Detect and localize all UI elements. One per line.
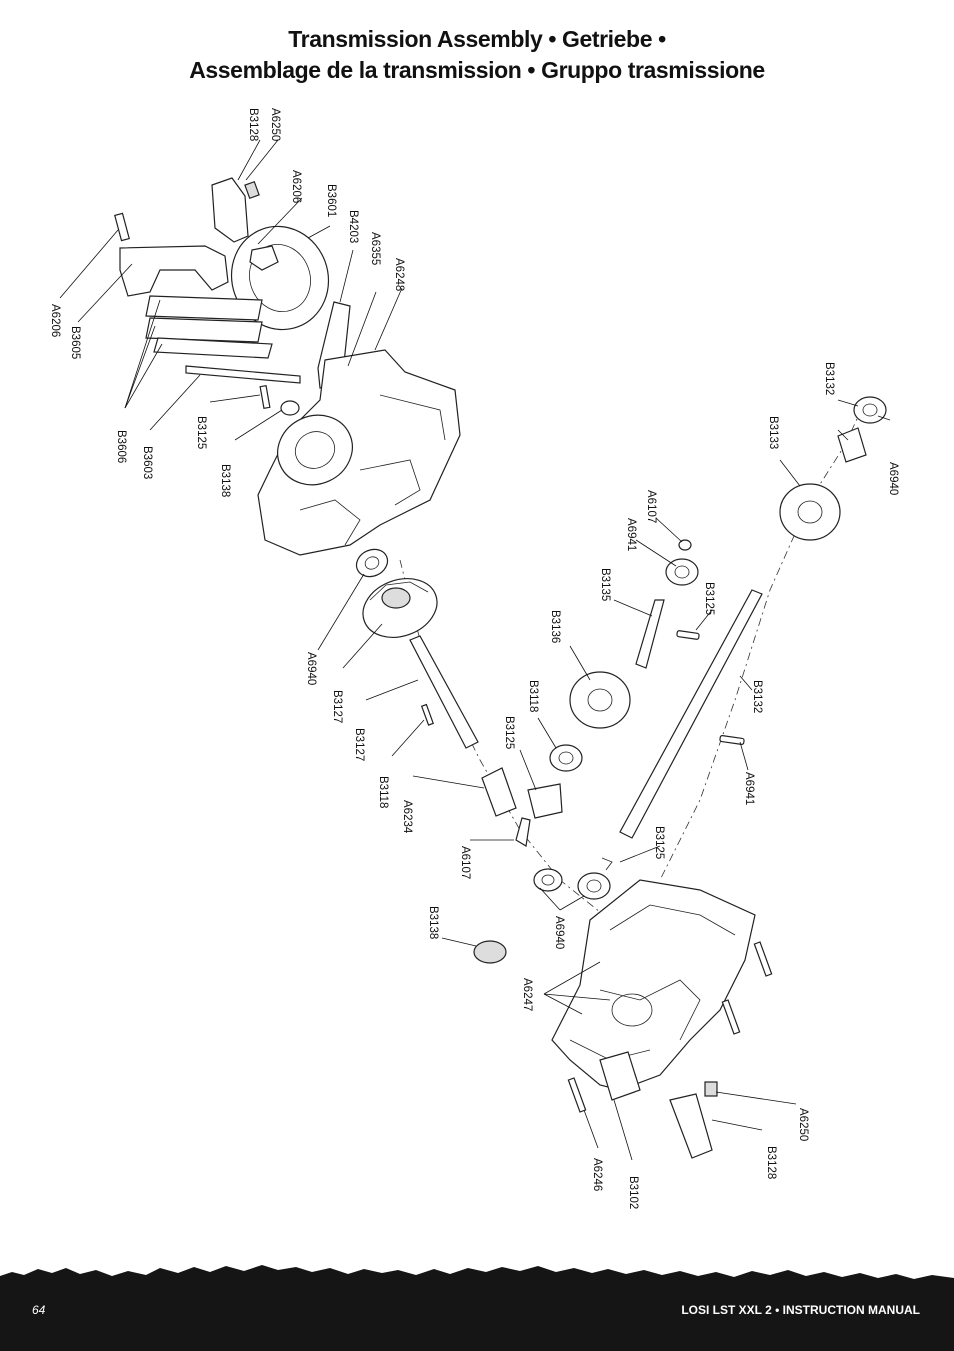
part-label: B3132 xyxy=(823,362,835,395)
part-label: B3132 xyxy=(751,680,763,713)
part-label: B3125 xyxy=(703,582,715,615)
part-label: A6247 xyxy=(521,978,533,1011)
middle-gear-group xyxy=(355,396,887,964)
part-label: B3138 xyxy=(427,906,439,939)
part-label: B3128 xyxy=(247,108,259,141)
part-label: A6107 xyxy=(459,846,471,879)
part-label: B3605 xyxy=(69,326,81,359)
grunge-footer-shape xyxy=(0,1265,954,1351)
part-label: A6941 xyxy=(743,772,755,805)
part-label: B3128 xyxy=(765,1146,777,1179)
part-label: A6206 xyxy=(290,170,302,203)
part-label: B3606 xyxy=(115,430,127,463)
part-label: B3118 xyxy=(527,680,539,712)
part-label: A6234 xyxy=(401,800,413,834)
part-label: A6107 xyxy=(645,490,657,523)
part-label: B3138 xyxy=(219,464,231,497)
part-label: B3127 xyxy=(353,728,365,761)
part-label: B3135 xyxy=(599,568,611,601)
part-label: B4203 xyxy=(347,210,359,243)
manual-name: LOSI LST XXL 2 • INSTRUCTION MANUAL xyxy=(681,1303,920,1317)
part-label: A6250 xyxy=(797,1108,809,1141)
page-number: 64 xyxy=(32,1303,46,1317)
part-label: A6246 xyxy=(591,1158,603,1191)
part-label: B3127 xyxy=(331,690,343,723)
part-label: A6250 xyxy=(269,108,281,141)
page-title-line-2: Assemblage de la transmission • Gruppo t… xyxy=(189,57,765,83)
part-label: B3603 xyxy=(141,446,153,479)
footer-band xyxy=(0,1262,954,1351)
part-label: B3125 xyxy=(503,716,515,749)
part-label: A6940 xyxy=(553,916,565,949)
part-label: A6940 xyxy=(887,462,899,495)
callout-leader-lines xyxy=(59,139,891,1161)
page-title-line-1: Transmission Assembly • Getriebe • xyxy=(288,26,666,52)
part-labels: A6250 B3128 A6206 B3601 B4203 A6355 A624… xyxy=(49,108,899,1209)
part-label: A6248 xyxy=(393,258,405,291)
part-label: B3125 xyxy=(653,826,665,859)
part-label: A6355 xyxy=(369,232,381,265)
part-label: B3136 xyxy=(549,610,561,643)
part-label: A6940 xyxy=(305,652,317,685)
part-label: B3102 xyxy=(627,1176,639,1209)
part-label: B3118 xyxy=(377,776,389,808)
part-label: A6206 xyxy=(49,304,61,337)
part-label: B3125 xyxy=(195,416,207,449)
upper-housing-group xyxy=(114,177,461,556)
lower-housing-group xyxy=(551,879,773,1159)
part-label: B3133 xyxy=(767,416,779,449)
part-label: A6941 xyxy=(625,518,637,551)
exploded-transmission-diagram: A6250 B3128 A6206 B3601 B4203 A6355 A624… xyxy=(49,108,899,1209)
part-label: B3601 xyxy=(325,184,337,217)
